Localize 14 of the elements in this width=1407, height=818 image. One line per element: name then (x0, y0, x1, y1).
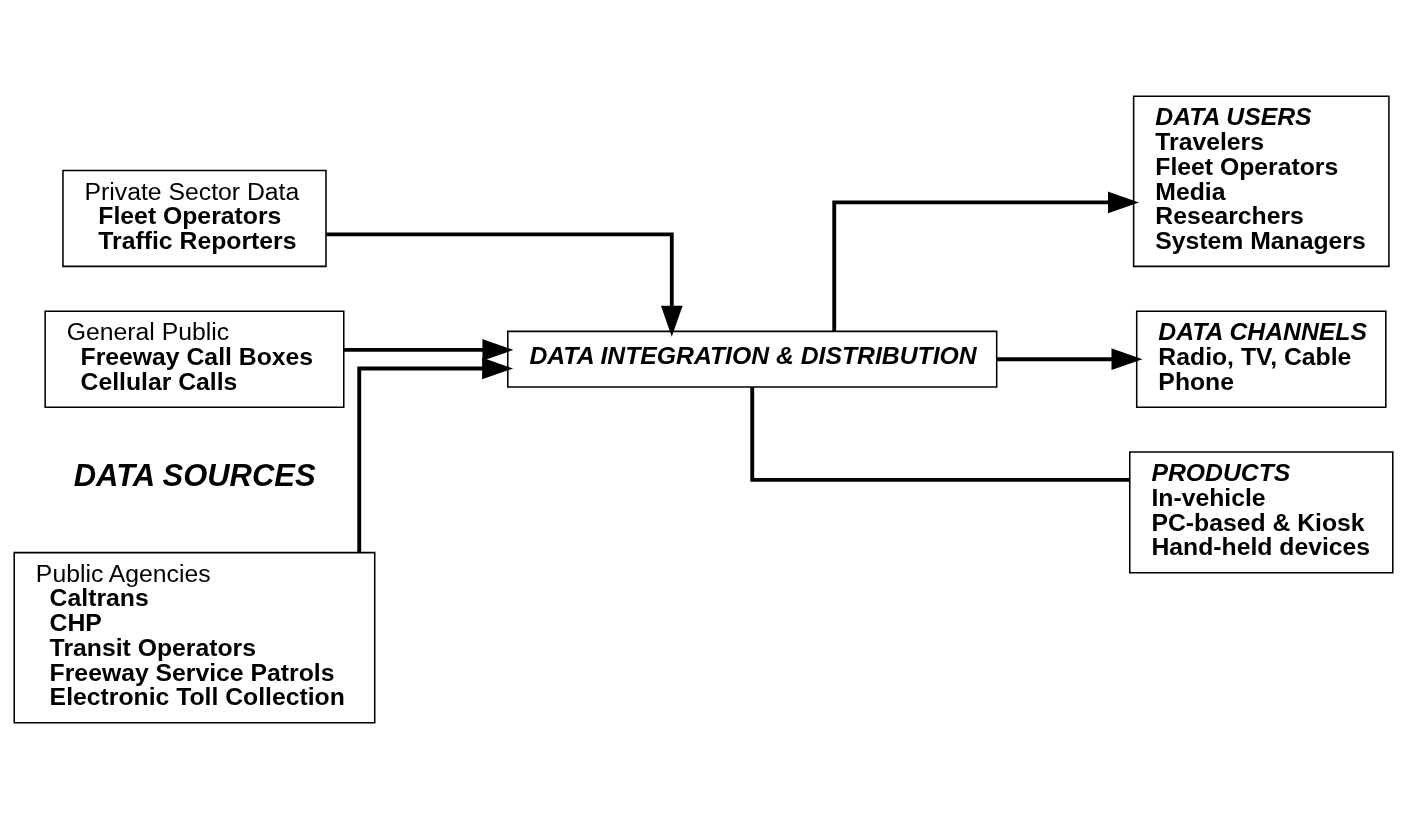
node-box: DATA CHANNELS Radio, TV, Cable Phone (1135, 309, 1387, 408)
node-box: Private Sector Data Fleet Operators Traffic Reporters (62, 169, 327, 267)
arrow (832, 191, 1139, 331)
node-box: Public Agencies Caltrans CHP Transit Operators Freeway Service Patrols Electronic Toll Collection (13, 551, 376, 724)
node-box: DATA USERS Travelers Fleet Operators Media Researchers System Managers (1132, 94, 1390, 267)
arrow (997, 347, 1143, 370)
node-box: General Public Freeway Call Boxes Cellular Calls (44, 309, 345, 408)
arrow (343, 338, 514, 361)
arrow (357, 357, 514, 553)
arrow (326, 231, 683, 337)
label: DATA SOURCES (73, 457, 316, 493)
node-box: PRODUCTS In-vehicle PC-based & Kiosk Hand-held devices (1129, 450, 1394, 573)
node-box: DATA INTEGRATION & DISTRIBUTION (507, 330, 998, 388)
connector (750, 386, 1130, 482)
